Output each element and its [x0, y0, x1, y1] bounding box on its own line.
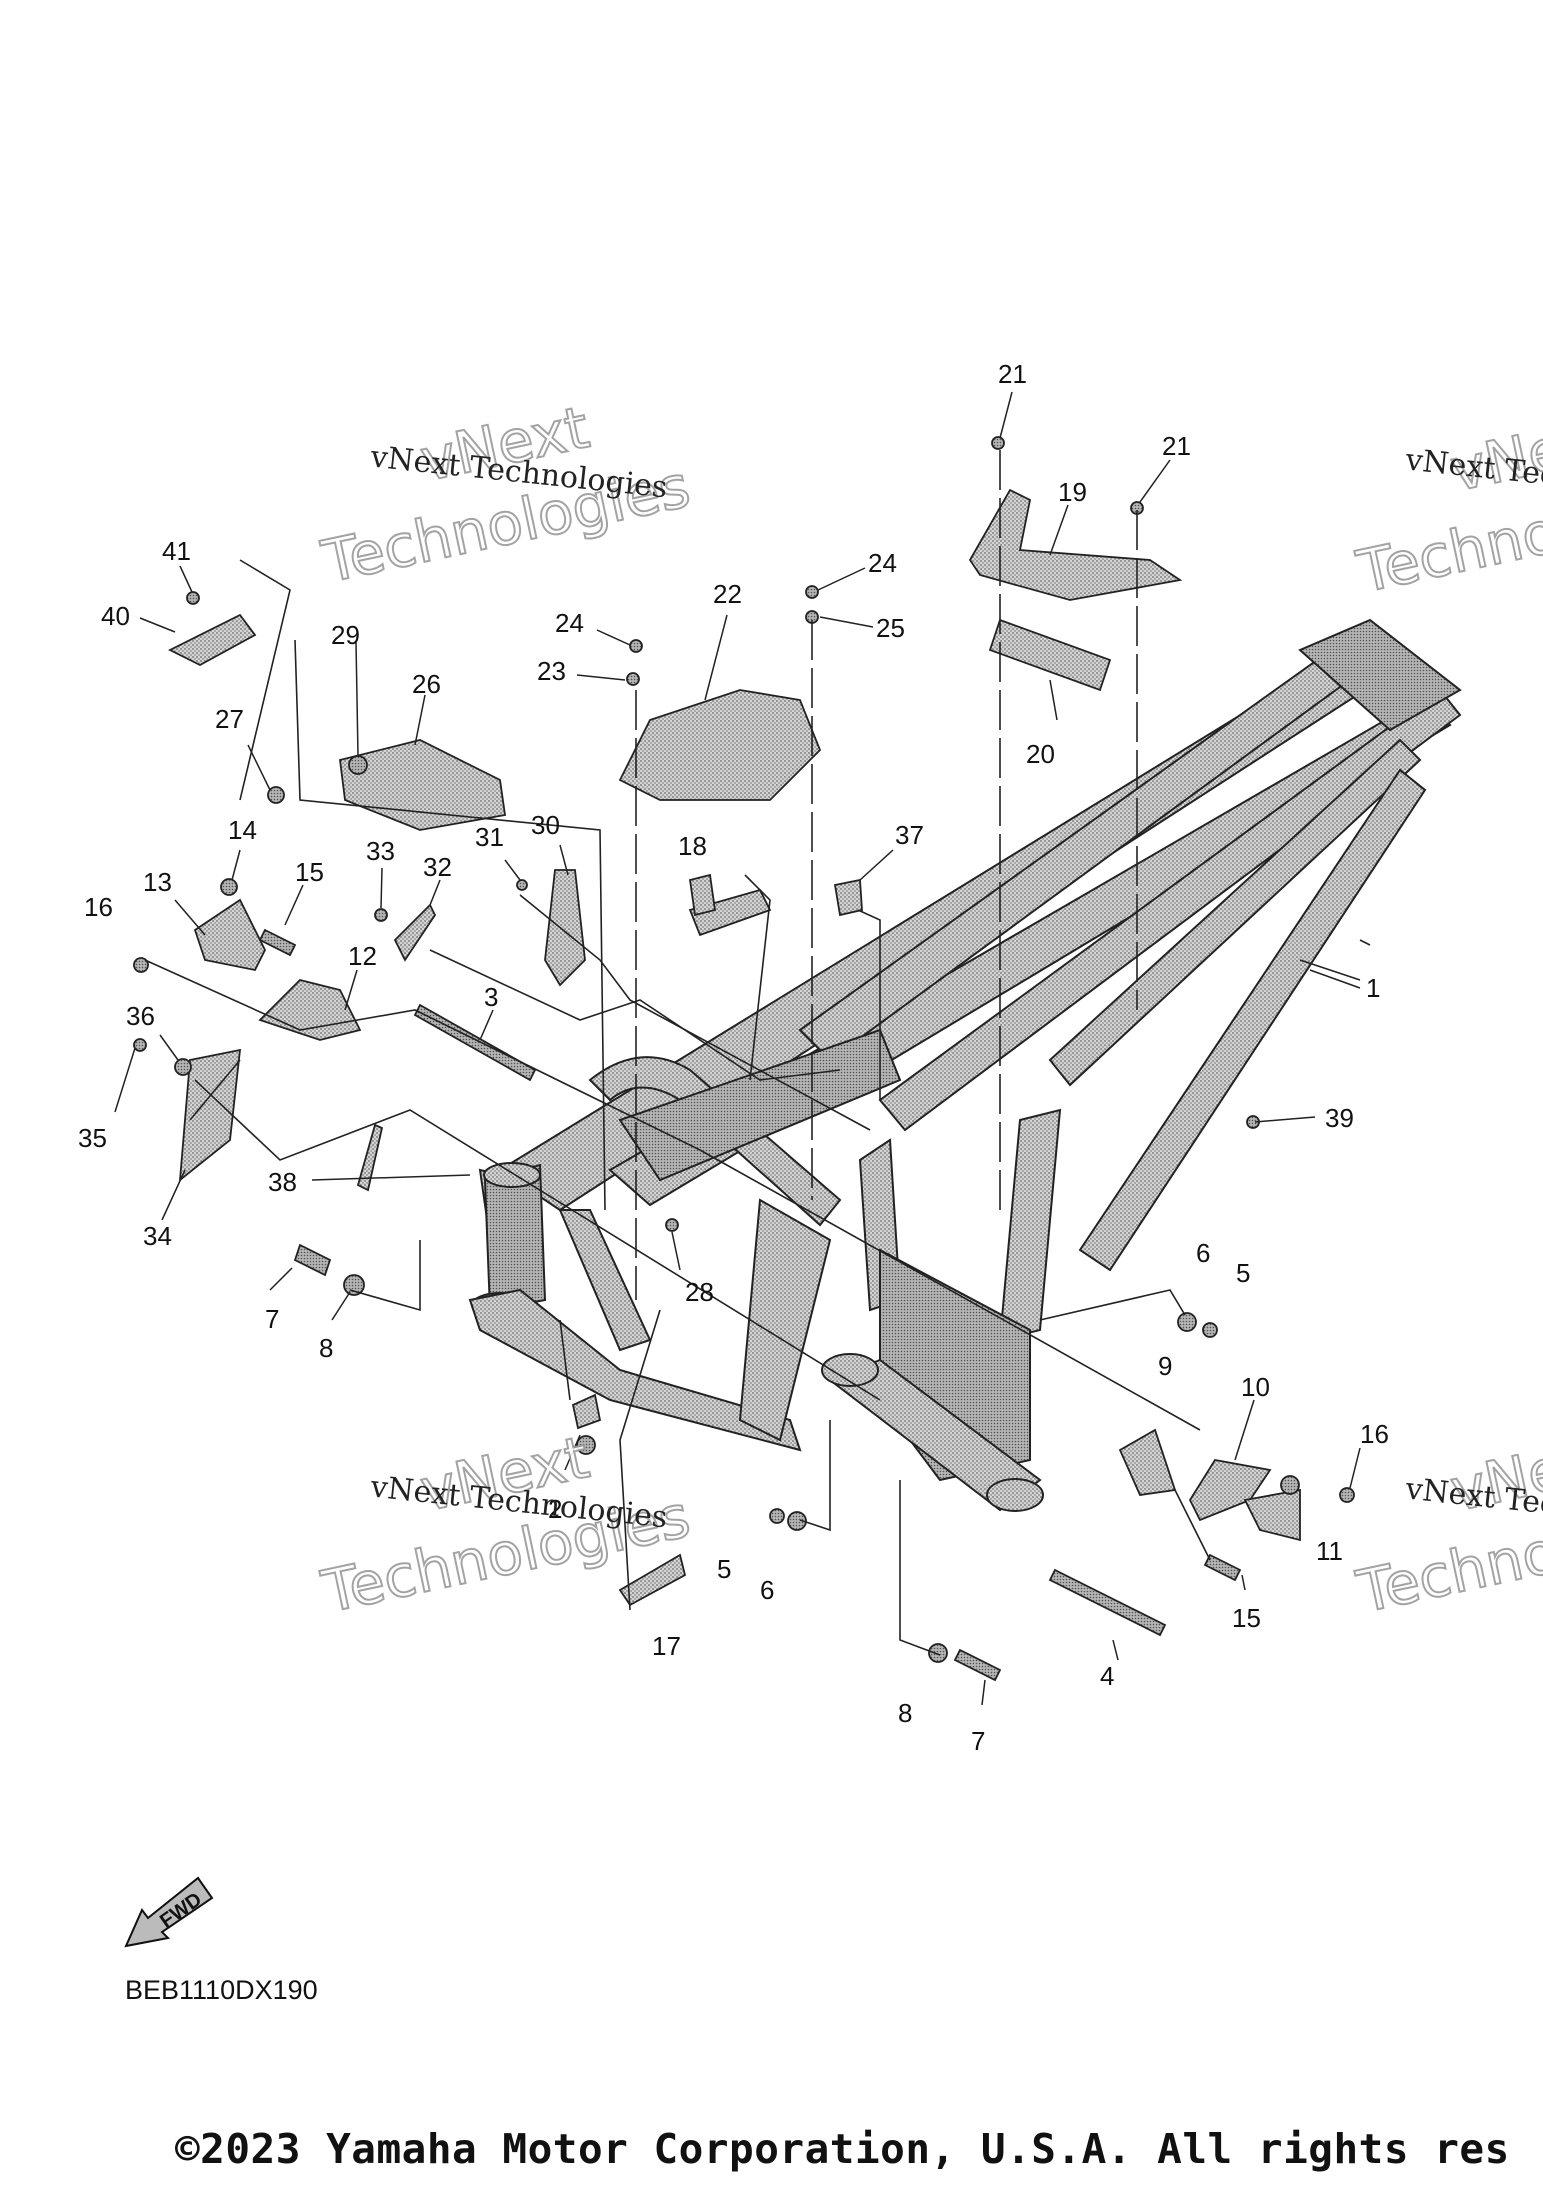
callout-10: 10 [1241, 1372, 1270, 1402]
copyright-notice: ©2023 Yamaha Motor Corporation, U.S.A. A… [175, 2125, 1510, 2173]
callout-33: 33 [366, 836, 395, 866]
callout-36: 36 [126, 1001, 155, 1031]
callout-18: 18 [678, 831, 707, 861]
callout-labels: 1 2 3 4 5 5 6 6 7 7 8 8 9 10 11 12 13 [78, 359, 1389, 1756]
callout-8a: 8 [319, 1333, 333, 1363]
callout-1: 1 [1366, 973, 1380, 1003]
callout-6a: 6 [1196, 1238, 1210, 1268]
callout-7b: 7 [971, 1726, 985, 1756]
callout-4: 4 [1100, 1661, 1114, 1691]
callout-2: 2 [548, 1494, 562, 1524]
callout-29: 29 [331, 620, 360, 650]
callout-16a: 16 [84, 892, 113, 922]
main-frame [468, 618, 1462, 1512]
callout-17: 17 [652, 1631, 681, 1661]
leader-lines [144, 450, 1371, 1656]
callout-9: 9 [1158, 1351, 1172, 1381]
callout-5b: 5 [717, 1554, 731, 1584]
fasteners [133, 436, 1355, 1682]
callout-40: 40 [101, 601, 130, 631]
callout-13: 13 [143, 867, 172, 897]
callout-26: 26 [412, 669, 441, 699]
callout-19: 19 [1058, 477, 1087, 507]
callout-30: 30 [531, 810, 560, 840]
callout-12: 12 [348, 941, 377, 971]
callout-39: 39 [1325, 1103, 1354, 1133]
callout-11: 11 [1316, 1536, 1343, 1566]
fwd-arrow-icon: FWD [124, 1876, 214, 1948]
callout-16b: 16 [1360, 1419, 1389, 1449]
callout-24a: 24 [555, 608, 584, 638]
callout-21b: 21 [1162, 431, 1191, 461]
callout-15b: 15 [1232, 1603, 1261, 1633]
diagram-code: BEB1110DX190 [125, 1975, 318, 2005]
callout-5a: 5 [1236, 1258, 1250, 1288]
brackets [167, 488, 1301, 1607]
callout-3: 3 [484, 982, 498, 1012]
callout-25: 25 [876, 613, 905, 643]
callout-14: 14 [228, 815, 257, 845]
callout-35: 35 [78, 1123, 107, 1153]
callout-20: 20 [1026, 739, 1055, 769]
callout-28: 28 [685, 1277, 714, 1307]
callout-32: 32 [423, 852, 452, 882]
callout-8b: 8 [898, 1698, 912, 1728]
callout-41: 41 [162, 536, 191, 566]
callout-27: 27 [215, 704, 244, 734]
callout-34: 34 [143, 1221, 172, 1251]
callout-6b: 6 [760, 1575, 774, 1605]
callout-7a: 7 [265, 1304, 279, 1334]
callout-21a: 21 [998, 359, 1027, 389]
callout-37: 37 [895, 820, 924, 850]
callout-15a: 15 [295, 857, 324, 887]
callout-38: 38 [268, 1167, 297, 1197]
callout-23: 23 [537, 656, 566, 686]
callout-31: 31 [475, 822, 504, 852]
callout-22: 22 [713, 579, 742, 609]
callout-24b: 24 [868, 548, 897, 578]
